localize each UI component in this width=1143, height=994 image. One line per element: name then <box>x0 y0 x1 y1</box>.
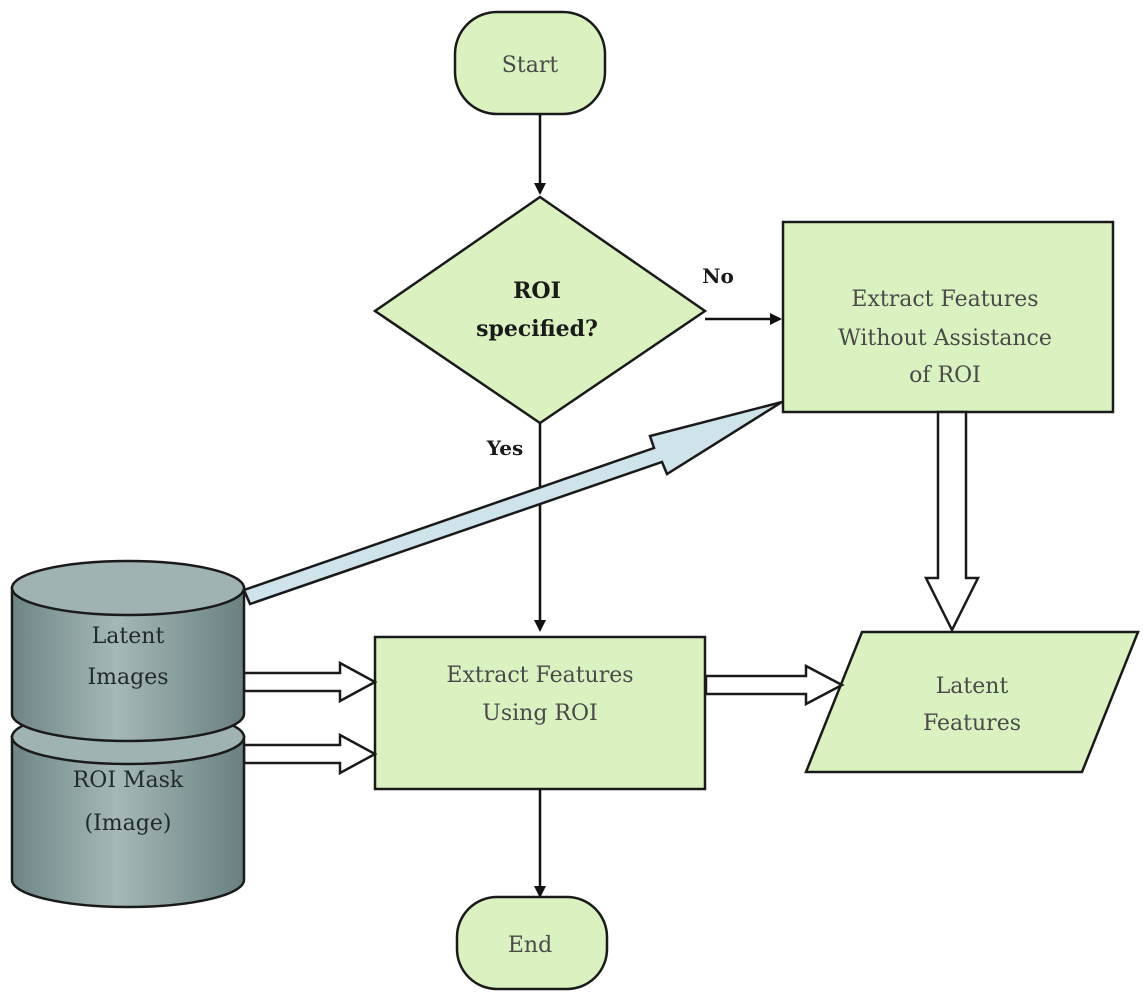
roi-mask-line-2: (Image) <box>85 811 172 836</box>
extract-using-line-2: Using ROI <box>482 701 597 726</box>
latent-features-line-2: Features <box>923 711 1021 736</box>
no-label: No <box>702 264 734 288</box>
arrow-latent-images-to-extract-without <box>242 400 783 606</box>
start-node: Start <box>453 10 607 116</box>
arrow-latent-images-to-extract-using <box>242 660 378 704</box>
decision-line-2: specified? <box>476 316 598 342</box>
extract-without-line-1: Extract Features <box>851 287 1038 312</box>
latent-images-database: Latent Images <box>10 559 246 743</box>
end-node: End <box>455 895 609 991</box>
latent-images-line-1: Latent <box>92 624 165 649</box>
yes-label: Yes <box>486 436 524 460</box>
extract-using-roi-node: Extract Features Using ROI <box>373 635 707 791</box>
decision-node: ROI specified? <box>372 195 708 425</box>
end-label: End <box>508 933 552 958</box>
latent-features-line-1: Latent <box>936 674 1009 699</box>
latent-images-line-2: Images <box>87 665 168 690</box>
latent-features-node: Latent Features <box>804 630 1140 774</box>
extract-without-roi-node: Extract Features Without Assistance of R… <box>781 220 1115 414</box>
arrow-extract-using-to-features <box>704 663 845 707</box>
decision-line-1: ROI <box>513 278 561 304</box>
roi-mask-line-1: ROI Mask <box>73 768 184 793</box>
extract-without-line-3: of ROI <box>909 363 981 388</box>
extract-without-line-2: Without Assistance <box>838 326 1052 351</box>
arrow-roi-mask-to-extract-using <box>242 732 378 776</box>
arrow-extract-without-to-features <box>923 410 981 633</box>
extract-using-line-1: Extract Features <box>446 663 633 688</box>
start-label: Start <box>502 53 559 78</box>
